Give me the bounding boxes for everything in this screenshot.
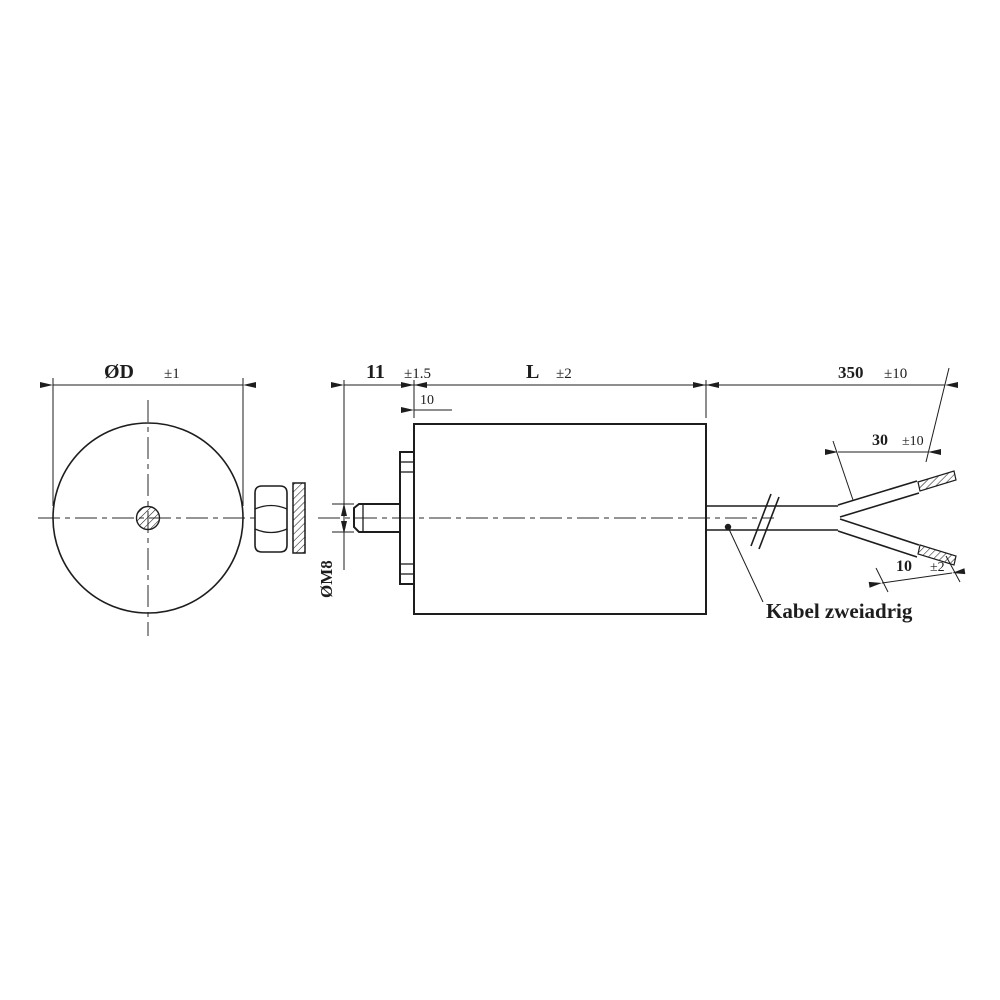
- dim-tol-strip-length: ±10: [902, 434, 924, 449]
- dim-label-tip-length: 10: [896, 558, 912, 575]
- front-view: [52, 422, 244, 614]
- lower-wire-stripped-end: [917, 544, 957, 566]
- upper-wire-stripped-end: [917, 470, 957, 492]
- dim-label-flange: 10: [420, 393, 434, 408]
- cable-break-mark: [758, 496, 780, 550]
- stud-end-circle: [135, 505, 161, 531]
- nut-facet-top: [254, 504, 288, 510]
- cable-note-label: Kabel zweiadrig: [766, 599, 913, 623]
- dimension-labels: ØD ±1 11 ±1.5 10 L ±2 350 ±10 30 ±10 10 …: [104, 361, 945, 623]
- ext-line-cable-end: [925, 367, 950, 463]
- ext-line-tip-left: [875, 567, 889, 593]
- extension-lines: [52, 367, 961, 593]
- cable-note-leader: [724, 523, 764, 603]
- dim-tol-body-length: ±2: [556, 366, 572, 382]
- dim-label-body-length: L: [526, 361, 539, 383]
- capacitor-body: [413, 423, 707, 615]
- dim-label-stud-length: 11: [366, 361, 385, 383]
- dim-tol-cable-length: ±10: [884, 366, 907, 382]
- dim-tol-diameter: ±1: [164, 366, 180, 382]
- dim-label-cable-length: 350: [838, 363, 864, 382]
- cable-break-mark: [750, 493, 772, 547]
- nut-outline: [254, 485, 288, 553]
- dimension-lines: [40, 382, 966, 588]
- dim-line-tip-length: [868, 568, 966, 588]
- nut-facet-bottom: [254, 528, 288, 534]
- cable: [706, 493, 838, 550]
- dim-label-thread: ØM8: [317, 560, 336, 598]
- dim-tol-stud-length: ±1.5: [404, 366, 431, 382]
- lower-wire-top-edge: [839, 518, 920, 546]
- upper-wire-bottom-edge: [839, 492, 920, 518]
- lower-wire-bottom-edge: [837, 530, 918, 558]
- leader-line: [727, 526, 764, 603]
- upper-wire-top-edge: [837, 480, 918, 506]
- dim-label-diameter: ØD: [104, 361, 134, 383]
- dim-tol-tip-length: ±2: [930, 560, 945, 575]
- wires: [837, 470, 957, 566]
- ext-line-strip-start: [832, 440, 854, 501]
- hex-nut: [254, 485, 288, 553]
- washer: [292, 482, 306, 554]
- capacitor-outline-circle: [52, 422, 244, 614]
- dim-label-strip-length: 30: [872, 432, 888, 449]
